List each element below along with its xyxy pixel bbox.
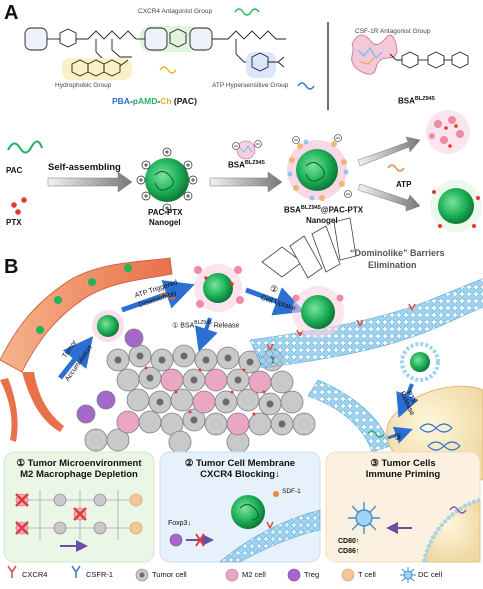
atp-molecule-icon-b [159, 292, 177, 300]
hydrophobic-group-label: Hydrophobic Group [55, 82, 112, 89]
pac-ptx-label-2: Nanogel [149, 218, 181, 227]
hydrophobic-squiggle-icon [159, 66, 177, 74]
bsa-protein-ribbon [351, 34, 398, 75]
tissue-drug-dots [144, 366, 266, 416]
csfr1-receptor-icon [71, 565, 81, 578]
release-arrow-top [357, 136, 421, 167]
legend-icons [7, 565, 416, 583]
legend-tumor-cell: Tumor cell [152, 570, 187, 579]
blood-vessel [0, 257, 173, 373]
dc-cell-large [348, 502, 380, 534]
tumor-cell-cluster [76, 328, 316, 454]
dna-helix-icon [419, 423, 461, 451]
cxcr4-receptors [266, 303, 416, 351]
treg-icon [287, 568, 301, 582]
bsa-arrow-label: BSABLZ945 [228, 160, 265, 170]
ptx-dots-icon [11, 197, 27, 215]
ptx-squiggle-icon [367, 430, 385, 438]
released-bsa-cluster [426, 110, 470, 154]
panel-a-letter: A [4, 2, 19, 24]
step2-marker: ② [270, 284, 279, 294]
sdf1-label: SDF-1 [282, 488, 301, 495]
m2-network [15, 490, 143, 552]
bsa-pac-ptx-label: BSABLZ945@PAC-PTX [284, 205, 364, 215]
cxcr4-group-label: CXCR4 Antagonist Group [138, 8, 213, 15]
legend-treg: Treg [304, 570, 320, 579]
endocytosed-nanogel [400, 342, 440, 382]
bsa-loose-icon [232, 140, 262, 160]
box2-contents [169, 491, 321, 563]
pac-ptx-label-1: PAC-PTX [148, 208, 183, 217]
ptx-label: PTX [6, 218, 22, 227]
domino-label-1: “Dominolike” Barriers [350, 248, 445, 258]
vessel-branch [22, 372, 64, 432]
legend-cxcr4: CXCR4 [22, 570, 48, 579]
atp-molecule-icon [387, 164, 405, 172]
vessel-nanogels [36, 264, 132, 334]
step3-arrow [387, 426, 413, 444]
dc-cell-icon [400, 567, 416, 583]
bsa-pac-ptx-nanogel [287, 134, 352, 201]
legend-csfr1: CSFR-1 [86, 570, 114, 579]
box-m2-depletion [3, 451, 155, 563]
cd80-label: CD80↑ [338, 538, 360, 545]
atp-label: ATP [396, 180, 412, 189]
cell-uptake-arrow [245, 287, 305, 316]
tumor-cell-icon [135, 568, 149, 582]
atp-arrow [357, 183, 421, 212]
cxcr4-squiggle-icon [234, 8, 260, 16]
tumor-cell-membrane-lower [307, 379, 391, 453]
ptx-release-arrow [396, 383, 419, 418]
tumor-accumulation-arrow [58, 336, 94, 380]
t-cell-icon [341, 568, 355, 582]
bsa-release-arrow [194, 317, 218, 352]
csf1r-group-label: CSF-1R Antagonist Group [355, 28, 431, 35]
pac-polymer-icon [7, 140, 43, 154]
atp-disassembly-arrow [121, 280, 195, 313]
foxp3-label: Foxp3↓ [168, 520, 191, 527]
domino-label-2: Elimination [368, 260, 417, 270]
pac-chemical-structure [24, 26, 286, 80]
bsa-blz945-label: BSABLZ945 [398, 96, 435, 106]
blz945-structure [389, 51, 469, 69]
legend-m2-cell: M2 cell [242, 570, 266, 579]
cd86-label: CD86↑ [338, 548, 360, 555]
step3-marker: ③ [394, 432, 403, 442]
pac-ptx-nanogel [136, 147, 198, 213]
atp-squiggle-icon [297, 82, 315, 90]
atp-responsive-nanogel [430, 180, 482, 232]
bsa-release-label: ① BSABLZ945 Release [172, 320, 240, 330]
pac-polymer-name: PBA-pAMD-Ch (PAC) [112, 96, 197, 106]
self-assembling-label: Self-assembling [48, 162, 121, 173]
tumor-cell-membrane [249, 278, 483, 369]
m2-cell-icon [225, 568, 239, 582]
legend-dc-cell: DC cell [418, 570, 443, 579]
box3-contents [348, 498, 481, 563]
domino-blocks-icon [261, 217, 357, 279]
atp-group-label: ATP Hypersensitive Group [212, 82, 289, 89]
bsa-pac-ptx-label-2: Nanogel [306, 216, 338, 225]
cxcr4-receptor-icon [7, 565, 17, 578]
pac-label: PAC [6, 166, 23, 175]
self-assembling-arrow [47, 171, 133, 193]
legend-t-cell: T cell [358, 570, 376, 579]
bsa-loading-arrow [209, 171, 283, 193]
tissue-nanogel [92, 310, 124, 342]
panel-b-letter: B [4, 256, 19, 278]
disassembled-nanogel [194, 264, 244, 312]
vessel-branch-2 [0, 378, 18, 442]
membrane-bound-nanogel [292, 286, 344, 338]
